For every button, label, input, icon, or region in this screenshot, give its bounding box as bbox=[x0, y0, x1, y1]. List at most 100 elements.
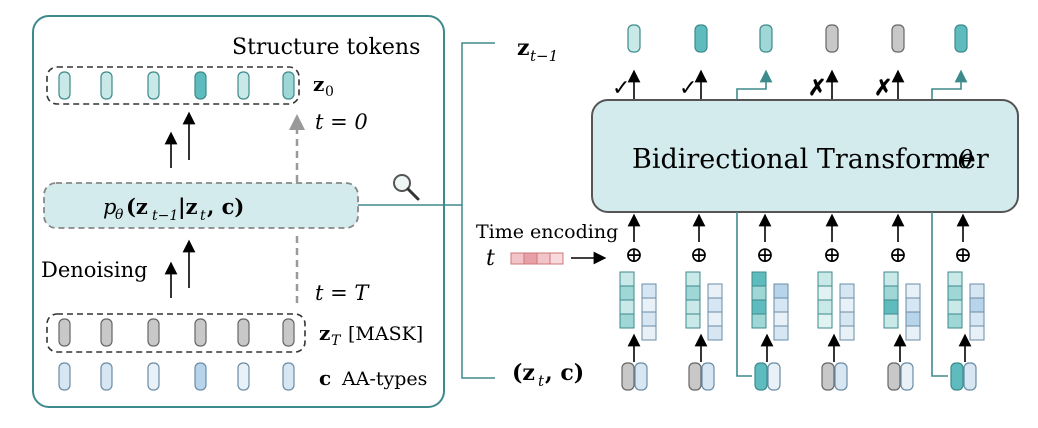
z0-token bbox=[147, 71, 160, 100]
svg-text:AA-types: AA-types bbox=[341, 368, 427, 390]
svg-text:Bidirectional Transformer: Bidirectional Transformer bbox=[632, 144, 989, 175]
output-token bbox=[694, 24, 708, 53]
z0-label: z 0 bbox=[313, 72, 334, 100]
z0-token-group bbox=[46, 66, 300, 105]
embedding-columns bbox=[619, 271, 985, 341]
svg-text:(z: (z bbox=[512, 360, 535, 386]
zT-token bbox=[282, 318, 295, 347]
check-mark-icon: ✓ bbox=[612, 76, 630, 101]
output-token bbox=[891, 24, 905, 53]
time-encoding-label: Time encoding bbox=[476, 221, 618, 243]
zT-token bbox=[194, 318, 207, 347]
embedding-pair bbox=[947, 271, 985, 341]
copy-arrows bbox=[736, 69, 968, 100]
svg-text:(z: (z bbox=[126, 194, 148, 219]
input-label: (z t , c) bbox=[512, 360, 584, 390]
denoise-up-arrows-top bbox=[164, 111, 196, 168]
svg-text:t−1: t−1 bbox=[152, 208, 178, 224]
svg-text:|z: |z bbox=[178, 194, 198, 219]
svg-text:t−1: t−1 bbox=[530, 47, 558, 65]
output-arrows bbox=[627, 69, 905, 100]
z0-token bbox=[194, 71, 207, 100]
svg-text:z: z bbox=[313, 72, 324, 96]
plus-icon: ⊕ bbox=[889, 243, 907, 268]
zT-token bbox=[237, 318, 250, 347]
input-pair bbox=[754, 362, 781, 391]
embedding-pair bbox=[817, 271, 855, 341]
plus-icon: ⊕ bbox=[823, 243, 841, 268]
svg-text:, c): , c) bbox=[545, 360, 584, 386]
z0-token bbox=[237, 71, 250, 100]
tT-label: t = T bbox=[315, 281, 370, 305]
svg-text:θ: θ bbox=[115, 207, 124, 223]
zT-token bbox=[100, 318, 113, 347]
output-token bbox=[954, 24, 968, 53]
input-pair bbox=[621, 362, 648, 391]
structure-tokens-title: Structure tokens bbox=[232, 35, 420, 60]
c-token bbox=[237, 362, 250, 391]
c-label: c AA-types bbox=[319, 366, 427, 390]
svg-text:[MASK]: [MASK] bbox=[348, 323, 423, 345]
z0-token bbox=[282, 71, 295, 100]
svg-text:z: z bbox=[319, 321, 330, 345]
embedding-pair bbox=[751, 271, 789, 341]
svg-text:t: t bbox=[200, 208, 206, 224]
zoom-connector bbox=[358, 42, 495, 379]
svg-text:p: p bbox=[103, 195, 116, 219]
z0-tokens bbox=[58, 71, 295, 100]
c-token bbox=[282, 362, 295, 391]
c-tokens bbox=[58, 362, 295, 391]
time-encoding-vector bbox=[510, 252, 564, 265]
svg-text:c: c bbox=[319, 366, 331, 390]
plus-icon: ⊕ bbox=[690, 243, 708, 268]
output-token bbox=[759, 24, 773, 53]
embedding-pair bbox=[685, 271, 723, 341]
output-marks: ✓ ✓ ✗ ✗ bbox=[612, 75, 892, 101]
input-pair bbox=[688, 362, 715, 391]
svg-text:θ: θ bbox=[958, 145, 973, 174]
embedding-pair bbox=[883, 271, 921, 341]
z0-token bbox=[100, 71, 113, 100]
input-token-pairs bbox=[621, 362, 977, 391]
plus-icon: ⊕ bbox=[625, 243, 643, 268]
svg-text:0: 0 bbox=[325, 84, 334, 100]
cross-mark-icon: ✗ bbox=[808, 75, 826, 101]
zT-token bbox=[58, 318, 71, 347]
output-token bbox=[627, 24, 641, 53]
input-pair bbox=[887, 362, 914, 391]
output-token bbox=[825, 24, 839, 53]
zT-label: z T [MASK] bbox=[319, 321, 423, 349]
cross-mark-icon: ✗ bbox=[874, 75, 892, 101]
svg-text:z: z bbox=[517, 35, 530, 61]
t0-arrow-head bbox=[289, 114, 305, 130]
bypass-lines bbox=[736, 212, 948, 377]
check-mark-icon: ✓ bbox=[679, 76, 697, 101]
z-tm1-label: z t−1 bbox=[517, 35, 558, 65]
zT-tokens bbox=[58, 318, 295, 347]
transformer-label: Bidirectional Transformer θ bbox=[632, 144, 989, 175]
p-theta-formula: p θ (z t−1 |z t , c) bbox=[103, 194, 244, 224]
svg-text:, c): , c) bbox=[207, 194, 244, 219]
c-token bbox=[58, 362, 71, 391]
input-pair bbox=[950, 362, 977, 391]
magnifier-icon bbox=[393, 174, 420, 201]
c-token bbox=[147, 362, 160, 391]
plus-to-transformer-arrows bbox=[627, 213, 970, 242]
t-symbol: t bbox=[486, 246, 495, 271]
c-token bbox=[194, 362, 207, 391]
plus-icon: ⊕ bbox=[756, 243, 774, 268]
embedding-pair bbox=[619, 271, 657, 341]
transformer-box bbox=[591, 99, 1019, 213]
input-pair bbox=[821, 362, 848, 391]
plus-icon: ⊕ bbox=[954, 243, 972, 268]
c-token bbox=[100, 362, 113, 391]
input-arrows bbox=[627, 333, 972, 362]
svg-text:t: t bbox=[538, 372, 545, 390]
denoising-label: Denoising bbox=[41, 258, 148, 282]
output-tokens bbox=[627, 24, 968, 53]
plus-symbols: ⊕ ⊕ ⊕ ⊕ ⊕ ⊕ bbox=[625, 243, 972, 268]
p-theta-box bbox=[43, 182, 359, 229]
svg-text:T: T bbox=[331, 333, 342, 349]
z0-token bbox=[58, 71, 71, 100]
